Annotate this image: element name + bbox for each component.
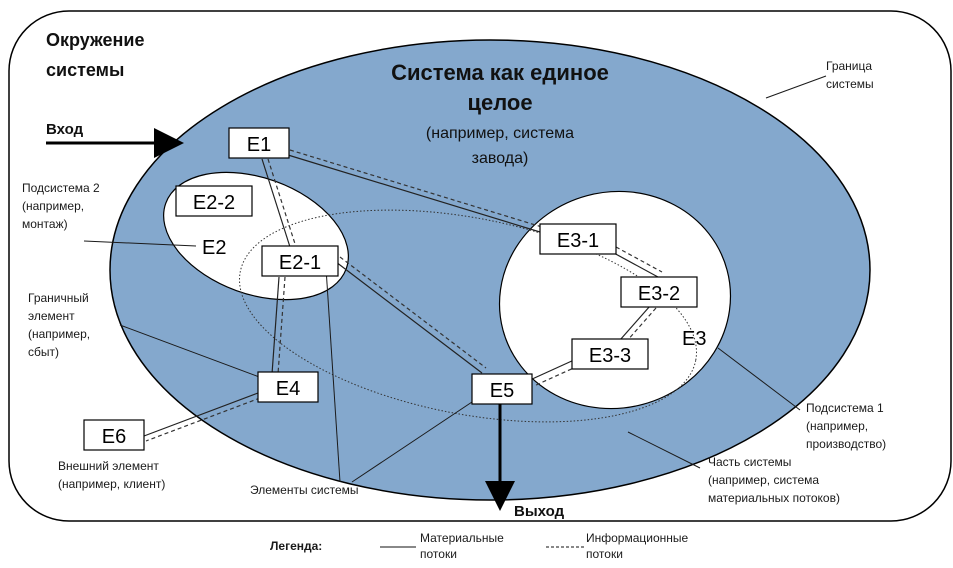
environment-label-2: системы (46, 60, 124, 80)
element-e1-label: E1 (247, 134, 271, 156)
flow-lines (143, 149, 663, 442)
leader-lines (83, 75, 827, 483)
system-subtitle-2: завода) (472, 150, 529, 167)
input-label: Вход (46, 121, 84, 138)
boundary-element-label-3: (например, (28, 327, 90, 341)
element-e4-label: E4 (276, 378, 300, 400)
element-e3-2-label: E3-2 (638, 283, 680, 305)
legend-title: Легенда: (270, 539, 322, 553)
boundary-label-1: Граница (826, 59, 872, 73)
element-e1[interactable]: E1 (228, 127, 290, 159)
legend-material-label-1: Материальные (420, 531, 504, 545)
boundary-label-2: системы (826, 77, 874, 91)
element-e3-3-label: E3-3 (589, 345, 631, 367)
element-e3-1[interactable]: E3-1 (539, 223, 617, 255)
system-part-label-1: Часть системы (708, 455, 791, 469)
subsystem2-label-1: Подсистема 2 (22, 181, 100, 195)
boundary-element-label-1: Граничный (28, 291, 89, 305)
element-e5-label: E5 (490, 380, 514, 402)
system-part-label-2: (например, система (708, 473, 819, 487)
environment-label-1: Окружение (46, 30, 144, 50)
subsystem1-label-2: (например, (806, 419, 868, 433)
element-e2-1[interactable]: E2-1 (261, 245, 339, 277)
element-e2-1-label: E2-1 (279, 252, 321, 274)
element-e6[interactable]: E6 (83, 419, 145, 451)
element-e3-1-label: E3-1 (557, 230, 599, 252)
legend-information-label-1: Информационные (586, 531, 689, 545)
subsystem1-label-3: производство) (806, 437, 886, 451)
legend-information-label-2: потоки (586, 547, 623, 561)
system-title-2: целое (467, 90, 532, 115)
external-element-label-2: (например, клиент) (58, 477, 165, 491)
element-e3-3[interactable]: E3-3 (571, 338, 649, 370)
element-e6-label: E6 (102, 426, 126, 448)
element-e4[interactable]: E4 (257, 371, 319, 403)
legend: Легенда: Материальные потоки Информацион… (270, 531, 689, 561)
system-part-label-3: материальных потоков) (708, 491, 840, 505)
boundary-element-label-4: сбыт) (28, 345, 59, 359)
system-title-1: Система как единое (391, 60, 609, 85)
subsystem-e2-label: E2 (202, 237, 226, 259)
boundary-element-label-2: элемент (28, 309, 75, 323)
system-elements-label: Элементы системы (250, 483, 359, 497)
subsystem1-label-1: Подсистема 1 (806, 401, 884, 415)
output-label: Выход (514, 503, 565, 520)
element-e2-2[interactable]: E2-2 (175, 185, 253, 217)
system-part-ellipse (238, 209, 698, 423)
subsystem2-label-3: монтаж) (22, 217, 68, 231)
element-e5[interactable]: E5 (471, 373, 533, 405)
subsystem-e3-label: E3 (682, 328, 706, 350)
legend-material-label-2: потоки (420, 547, 457, 561)
system-subtitle-1: (например, система (426, 125, 574, 142)
subsystem2-label-2: (например, (22, 199, 84, 213)
element-e3-2[interactable]: E3-2 (620, 276, 698, 308)
element-e2-2-label: E2-2 (193, 192, 235, 214)
external-element-label-1: Внешний элемент (58, 459, 159, 473)
